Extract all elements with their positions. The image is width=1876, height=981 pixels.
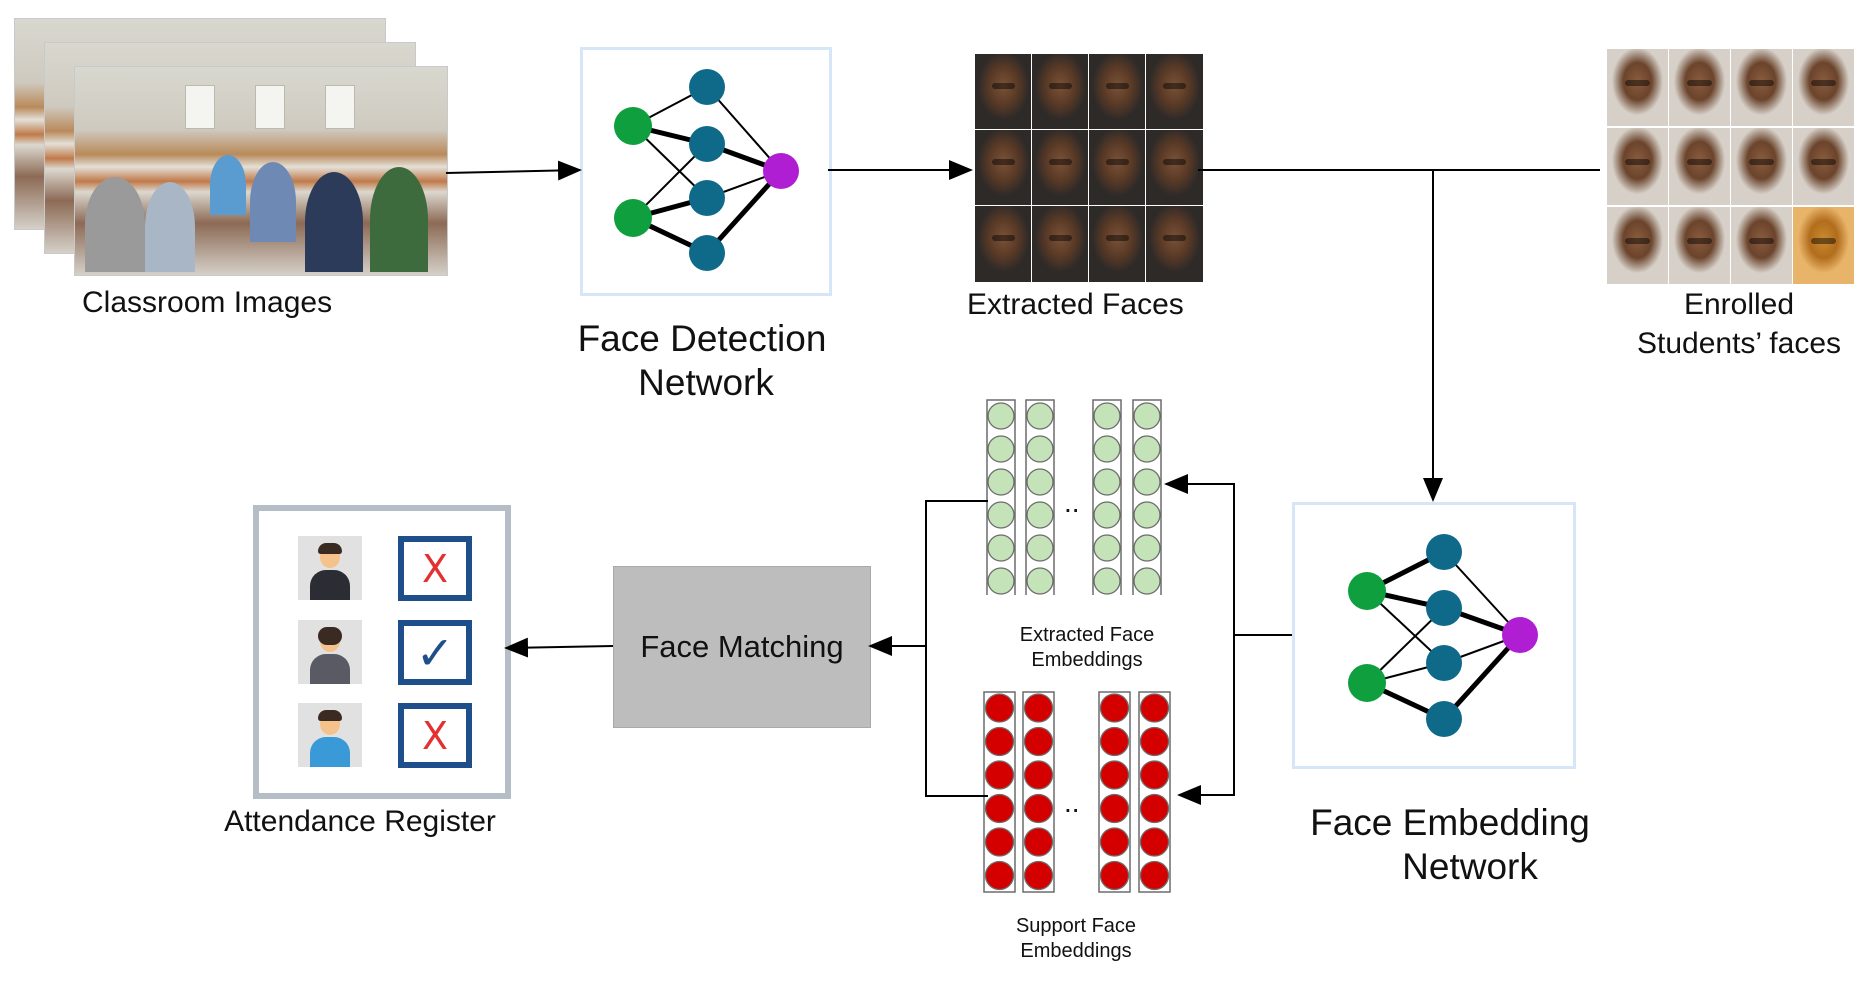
student-avatar-3	[298, 703, 362, 767]
extracted-embedding-unit	[1093, 468, 1121, 496]
face-embedding-network-icon	[1348, 534, 1538, 737]
face-embedding-network-box	[1292, 502, 1576, 769]
support-embedding-unit	[984, 827, 1015, 857]
classroom-photo-front	[74, 66, 448, 276]
extracted-embedding-unit	[987, 567, 1015, 595]
support-embedding-unit	[1023, 827, 1054, 857]
support-embedding-unit	[1099, 827, 1130, 857]
face-embedding-label-line2: Network	[1402, 846, 1538, 887]
support-embedding-unit	[1139, 760, 1170, 790]
attendance-checkbox-2: ✓	[398, 620, 472, 685]
extracted-embedding-unit	[1026, 534, 1054, 562]
support-embeddings-label-line2: Embeddings	[1020, 940, 1132, 962]
support-embedding-unit	[1023, 793, 1054, 824]
arrow-embedding-to-extracted	[1164, 474, 1292, 636]
attendance-checkbox-1: X	[398, 536, 472, 601]
extracted-embedding-unit	[1026, 468, 1054, 496]
support-embedding-unit	[1023, 726, 1054, 757]
extracted-embedding-unit	[1133, 567, 1161, 595]
arrow-matching-to-register	[504, 637, 614, 658]
student-avatar-1	[298, 536, 362, 600]
cross-mark-icon: X	[421, 546, 449, 591]
attendance-register-label: Attendance Register	[224, 805, 496, 838]
extracted-embedding-unit	[1026, 435, 1054, 463]
support-embedding-unit	[1099, 860, 1130, 891]
extracted-embedding-unit	[1093, 501, 1121, 529]
extracted-embedding-unit	[1093, 534, 1121, 562]
extracted-embedding-unit	[1133, 435, 1161, 463]
support-embedding-unit	[1139, 793, 1170, 824]
arrow-extracted-to-matching	[868, 500, 988, 656]
support-embedding-unit	[984, 693, 1015, 723]
extracted-embedding-unit	[1133, 468, 1161, 496]
student-avatar-2	[298, 620, 362, 684]
attendance-checkbox-3: X	[398, 703, 472, 768]
support-embedding-unit	[1023, 760, 1054, 790]
extracted-embeddings-label-line2: Embeddings	[1031, 649, 1143, 671]
support-embeddings-columns	[983, 691, 1171, 893]
line-support-to-matching	[925, 646, 988, 797]
extracted-embedding-unit	[987, 468, 1015, 496]
enrolled-label-line2: Students’ faces	[1636, 327, 1842, 360]
face-embedding-label-line1: Face Embedding	[1310, 802, 1590, 843]
extracted-embedding-unit	[1093, 567, 1121, 595]
extracted-embedding-unit	[1093, 435, 1121, 463]
extracted-embeddings-columns	[986, 399, 1162, 595]
support-embedding-unit	[1023, 860, 1054, 891]
support-embedding-unit	[1139, 726, 1170, 757]
support-embedding-unit	[984, 726, 1015, 757]
extracted-embedding-unit	[987, 402, 1015, 430]
extracted-embeddings-ellipsis: ..	[1064, 487, 1080, 518]
support-embedding-unit	[1139, 827, 1170, 857]
support-embedding-unit	[1099, 693, 1130, 723]
support-embeddings-label-line1: Support Face	[1015, 915, 1137, 937]
extracted-embedding-unit	[1026, 501, 1054, 529]
extracted-embedding-unit	[987, 534, 1015, 562]
extracted-faces-label: Extracted Faces	[967, 288, 1184, 321]
extracted-embedding-unit	[987, 501, 1015, 529]
face-matching-box: Face Matching	[613, 566, 871, 728]
support-embedding-unit	[1139, 860, 1170, 891]
face-matching-label: Face Matching	[640, 629, 844, 664]
cross-mark-icon: X	[421, 713, 449, 758]
extracted-embedding-unit	[1026, 567, 1054, 595]
extracted-embedding-unit	[1026, 402, 1054, 430]
enrolled-label-line1: Enrolled	[1683, 288, 1795, 321]
attendance-register-board: X ✓ X	[253, 505, 511, 799]
arrow-embedding-to-support	[1177, 635, 1235, 805]
face-detection-label-line1: Face Detection	[577, 318, 827, 359]
extracted-embedding-unit	[987, 435, 1015, 463]
support-embedding-unit	[984, 760, 1015, 790]
check-mark-icon: ✓	[415, 625, 455, 680]
face-detection-network-box	[580, 47, 832, 296]
support-embedding-unit	[984, 860, 1015, 891]
support-embedding-unit	[1099, 793, 1130, 824]
extracted-embedding-unit	[1133, 501, 1161, 529]
arrow-classroom-to-detection	[445, 160, 582, 181]
support-embedding-unit	[1099, 726, 1130, 757]
extracted-embedding-unit	[1133, 402, 1161, 430]
extracted-embeddings-label-line1: Extracted Face	[1019, 624, 1155, 646]
face-detection-label-line2: Network	[638, 362, 774, 403]
support-embeddings-ellipsis: ..	[1064, 787, 1080, 818]
extracted-embedding-unit	[1093, 402, 1121, 430]
classroom-images-label: Classroom Images	[82, 286, 333, 319]
extracted-embedding-unit	[1133, 534, 1161, 562]
support-embedding-unit	[984, 793, 1015, 824]
face-detection-network-icon	[614, 69, 799, 271]
support-embedding-unit	[1139, 693, 1170, 723]
support-embedding-unit	[1023, 693, 1054, 723]
support-embedding-unit	[1099, 760, 1130, 790]
